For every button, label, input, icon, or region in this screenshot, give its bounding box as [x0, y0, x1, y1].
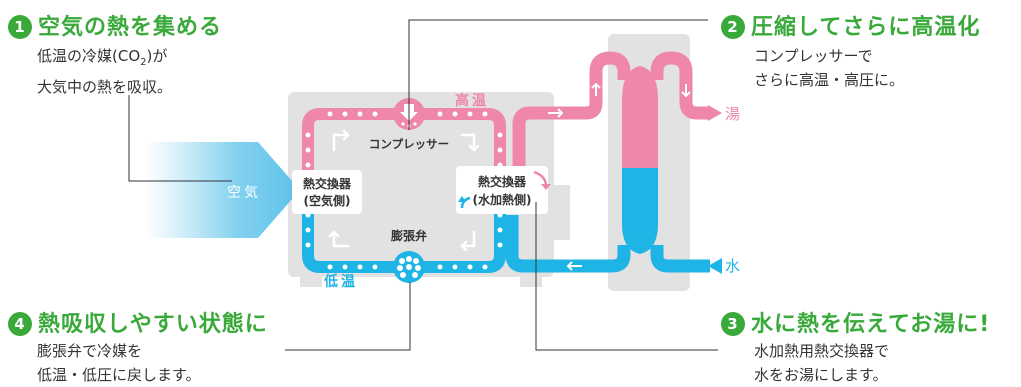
hot-water-tank — [622, 66, 658, 254]
hx-water-box — [456, 166, 548, 214]
hot-water-label: 湯 — [725, 105, 740, 123]
cold-water-in-arrow — [708, 258, 722, 274]
step-1-description: 低温の冷媒(CO2)が 大気中の熱を吸収。 — [37, 44, 172, 99]
step-number-badge: 4 — [8, 312, 32, 336]
hx-water-label-line1: 熱交換器 — [478, 174, 527, 189]
step-desc-line: 膨張弁で冷媒を — [37, 342, 143, 360]
expansion-valve-label: 膨張弁 — [390, 228, 427, 243]
low-temp-label: 低温 — [323, 273, 358, 290]
expansion-valve-icon — [393, 251, 425, 283]
step-desc-line: 水をお湯にします。 — [754, 366, 888, 384]
high-temp-label: 高温 — [455, 92, 489, 109]
step-desc-line: さらに高温・高圧に。 — [754, 71, 905, 89]
step-desc-line: 水加熱用熱交換器で — [754, 342, 890, 360]
water-label: 水 — [725, 257, 740, 275]
leader-lines — [128, 19, 718, 351]
step-title-text: 熱吸収しやすい状態に — [38, 312, 268, 337]
step-desc-line: 低温・低圧に戻します。 — [37, 366, 201, 384]
air-arrow — [145, 142, 300, 238]
step-2-description: コンプレッサーで さらに高温・高圧に。 — [754, 44, 904, 92]
step-4-description: 膨張弁で冷媒を 低温・低圧に戻します。 — [37, 339, 201, 387]
step-desc-line: コンプレッサーで — [754, 47, 873, 65]
outdoor-unit — [288, 92, 554, 287]
step-title-text: 圧縮してさらに高温化 — [751, 15, 981, 40]
step-3-description: 水加熱用熱交換器で 水をお湯にします。 — [754, 339, 889, 387]
hx-air-box — [292, 170, 362, 214]
inner-cycle-arrows — [328, 129, 480, 252]
hot-water-pipe — [512, 51, 708, 170]
step-number-badge: 1 — [8, 15, 32, 39]
air-label: 空気 — [227, 185, 261, 201]
hot-water-out-arrow — [708, 105, 722, 121]
flow-arrows — [548, 82, 691, 271]
step-number-badge: 3 — [721, 312, 745, 336]
step-number-badge: 2 — [721, 15, 745, 39]
step-desc-line: 大気中の熱を吸収。 — [37, 78, 173, 96]
step-desc-line: 低温の冷媒(CO — [37, 47, 141, 65]
compressor-label: コンプレッサー — [369, 137, 449, 151]
hx-air-label-line2: (空気側) — [304, 193, 351, 208]
step-title-text: 水に熱を伝えてお湯に! — [751, 312, 991, 337]
subscript: 2 — [140, 57, 147, 68]
step-title-text: 空気の熱を集める — [38, 15, 223, 40]
hx-water-label-line2: (水加熱側) — [473, 192, 532, 207]
hx-air-label-line1: 熱交換器 — [303, 176, 352, 191]
unit-connector — [548, 185, 570, 240]
step-desc-line-end: )が — [146, 47, 168, 65]
